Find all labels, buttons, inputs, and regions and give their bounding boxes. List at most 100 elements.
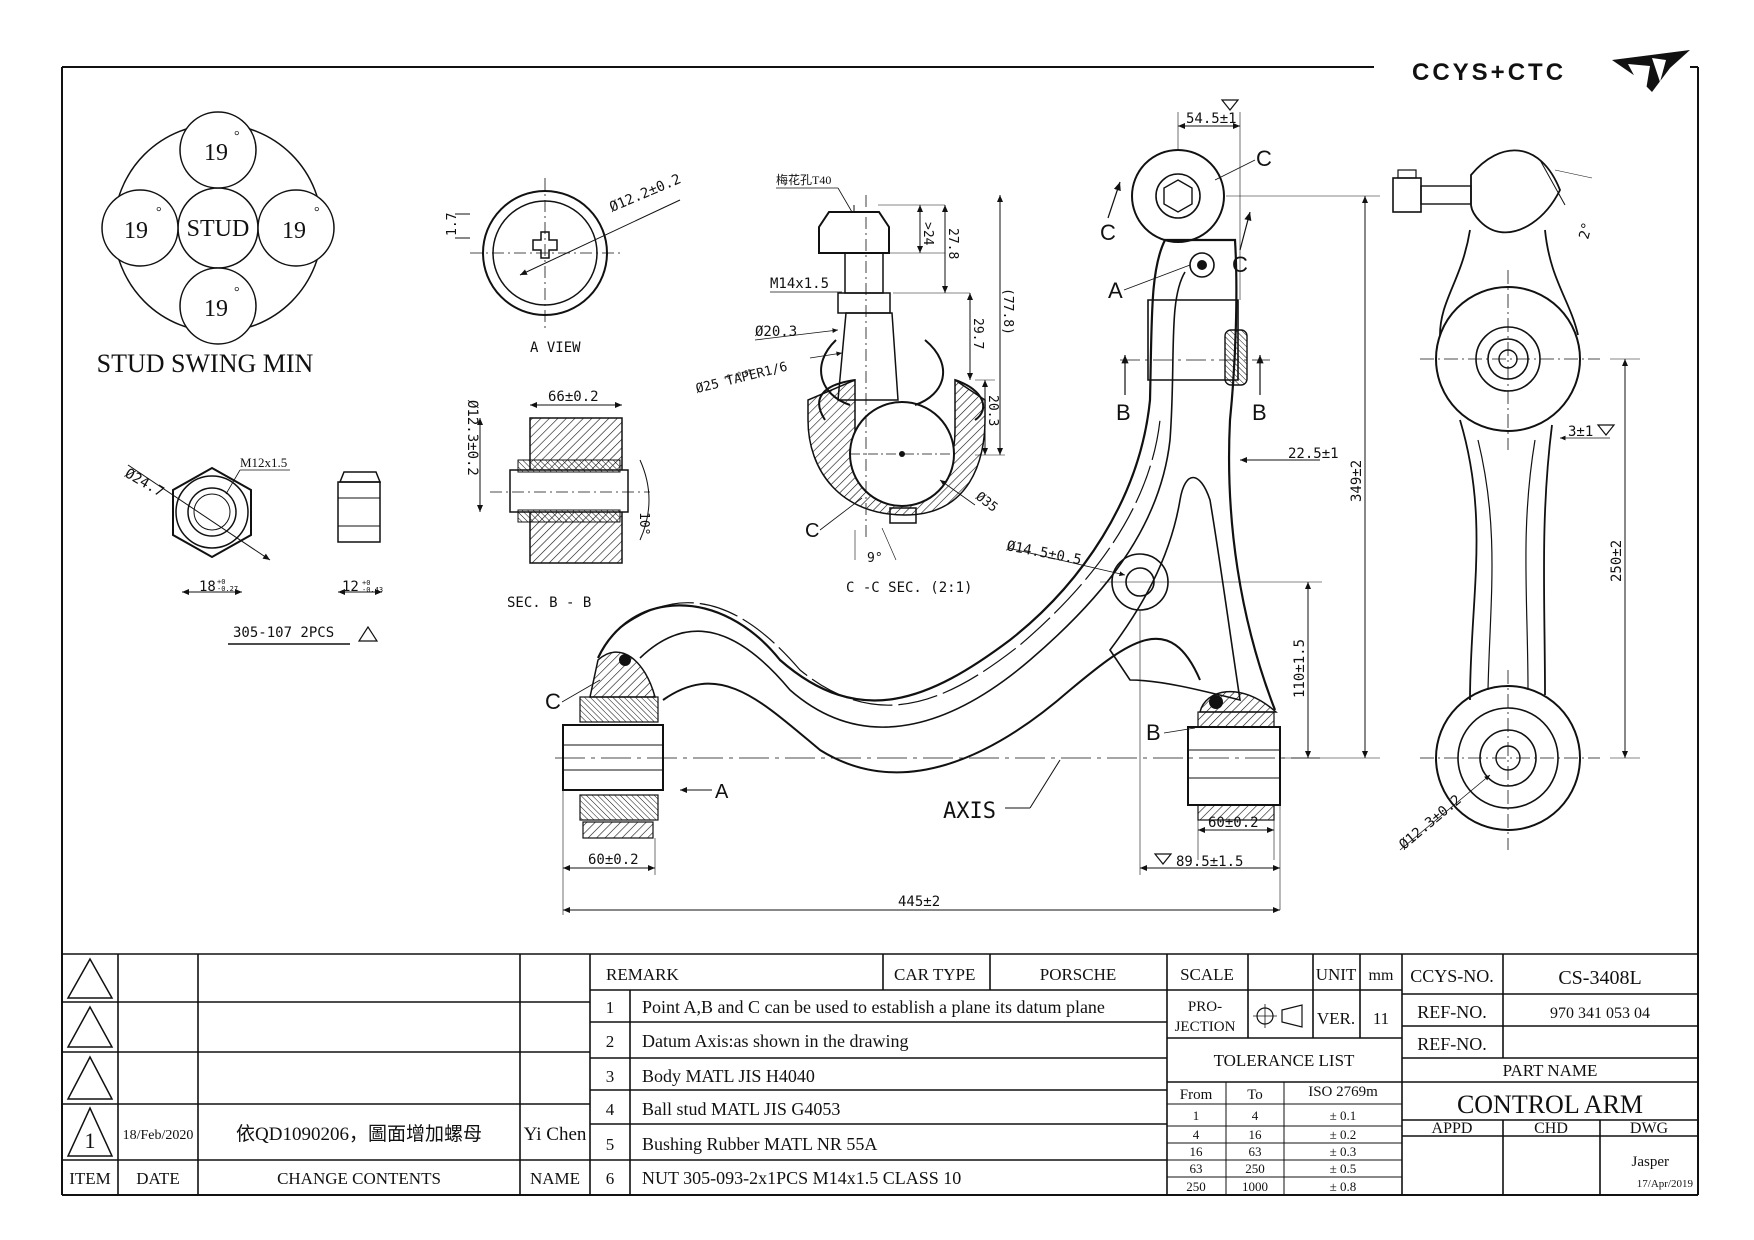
- ref-no-label: REF-NO.: [1417, 1002, 1487, 1022]
- revision-triangles: [66, 957, 114, 1157]
- side-diameter: Ø12.3±0.2: [1396, 792, 1464, 853]
- dim-445: 445±2: [898, 894, 940, 910]
- ccys-no: CS-3408L: [1558, 967, 1641, 989]
- degree-mark: °: [314, 205, 320, 220]
- label-c-mid: C: [1232, 252, 1248, 277]
- degree-mark: °: [234, 285, 240, 300]
- rev-name: Yi Chen: [524, 1124, 587, 1145]
- dwg-label: DWG: [1630, 1120, 1669, 1137]
- dwg-date: 17/Apr/2019: [1637, 1178, 1694, 1190]
- rev-item: 1: [85, 1128, 96, 1153]
- label-c-top-right: C: [1256, 146, 1272, 171]
- revision-row: 1 18/Feb/2020 依QD1090206，圖面增加螺母 Yi Chen …: [69, 1123, 587, 1188]
- logo-text: CCYS+CTC: [1412, 59, 1566, 86]
- tol-to: 250: [1245, 1161, 1265, 1176]
- ccys-no-label: CCYS-NO.: [1410, 966, 1494, 986]
- nut-diameter: Ø24.7: [122, 466, 167, 501]
- tol-header-iso: ISO 2769m: [1308, 1084, 1378, 1100]
- dim-349: 349±2: [1349, 460, 1365, 502]
- bb-width: 66±0.2: [548, 389, 599, 405]
- label-b-left: B: [1116, 400, 1131, 425]
- cc-dim-24: >24: [920, 222, 935, 246]
- cc-c-label: C: [805, 520, 819, 542]
- tol-value: ± 0.8: [1330, 1179, 1357, 1194]
- dim-110: 110±1.5: [1292, 639, 1308, 698]
- side-view: 2° 250±2 3±1 Ø12.3±0.2: [1392, 149, 1640, 853]
- dwg-name: Jasper: [1632, 1154, 1670, 1170]
- nut-height: 12: [342, 579, 359, 595]
- unit-label: UNIT: [1316, 965, 1357, 984]
- nut-width: 18: [199, 579, 216, 595]
- stud-swing-diagram: STUD 19 ° 19 ° 19 ° 19 ° STUD SWING MIN: [97, 111, 335, 378]
- tol-header-from: From: [1180, 1087, 1213, 1103]
- remark-num: 1: [606, 998, 615, 1017]
- arrow-a-label: A: [715, 781, 729, 803]
- projection-label-2: JECTION: [1175, 1019, 1236, 1035]
- cc-label: C -C SEC. (2:1): [846, 580, 972, 596]
- unit-value: mm: [1369, 967, 1394, 984]
- tol-value: ± 0.2: [1330, 1127, 1357, 1142]
- tol-to: 1000: [1242, 1179, 1268, 1194]
- cc-dim-29-7: 29.7: [970, 318, 985, 349]
- scale-and-tolerance: SCALE UNIT mm PRO- JECTION VER. 11 TOLER…: [1175, 965, 1394, 1194]
- label-b-bottom: B: [1146, 720, 1161, 745]
- rev-contents: 依QD1090206，圖面增加螺母: [236, 1123, 482, 1145]
- degree-mark: °: [156, 205, 162, 220]
- tol-to: 63: [1249, 1144, 1262, 1159]
- swing-angle-right: 19: [282, 218, 306, 244]
- nut-height-tol-lower: -0.43: [362, 586, 383, 594]
- company-logo: CCYS+CTC: [1412, 50, 1690, 96]
- remark-num: 6: [606, 1169, 615, 1188]
- a-view-label: A VIEW: [530, 340, 581, 356]
- a-view-diameter: Ø12.2±0.2: [607, 171, 683, 215]
- appd-label: APPD: [1432, 1120, 1473, 1137]
- tol-from: 250: [1186, 1179, 1206, 1194]
- scale-label: SCALE: [1180, 965, 1234, 984]
- rev-header-date: DATE: [136, 1169, 179, 1188]
- nut-view: Ø24.7 M12x1.5 18 +0 -0.27 12 +0 -0.43 30…: [122, 455, 383, 645]
- rev-header-name: NAME: [530, 1169, 580, 1188]
- remark-text: Bushing Rubber MATL NR 55A: [642, 1134, 877, 1154]
- nut-thread: M12x1.5: [240, 455, 287, 470]
- bb-label: SEC. B - B: [507, 595, 591, 611]
- cc-dim-20-3: 20.3: [985, 395, 1000, 426]
- tol-to: 16: [1249, 1127, 1263, 1142]
- part-name: CONTROL ARM: [1457, 1090, 1643, 1119]
- projection-symbol-icon: [1253, 1004, 1303, 1028]
- stud-swing-title: STUD SWING MIN: [97, 349, 314, 378]
- remark-num: 4: [606, 1100, 615, 1119]
- tol-to: 4: [1252, 1108, 1259, 1123]
- ver-value: 11: [1373, 1009, 1389, 1028]
- part-name-label: PART NAME: [1503, 1061, 1598, 1080]
- rev-header-contents: CHANGE CONTENTS: [277, 1169, 441, 1188]
- cc-dim-77-8: (77.8): [1000, 288, 1015, 335]
- tol-from: 4: [1193, 1127, 1200, 1142]
- side-dim-250: 250±2: [1609, 540, 1625, 582]
- dim-60-right: 60±0.2: [1208, 815, 1259, 831]
- dim-22-5: 22.5±1: [1288, 446, 1339, 462]
- remark-text: Point A,B and C can be used to establish…: [642, 997, 1105, 1017]
- dim-top: 54.5±1: [1186, 111, 1237, 127]
- remark-num: 3: [606, 1067, 615, 1086]
- chd-label: CHD: [1534, 1120, 1568, 1137]
- ref-no-label-2: REF-NO.: [1417, 1034, 1487, 1054]
- cc-dim-27-8: 27.8: [945, 228, 960, 259]
- title-block-grid: [62, 953, 1698, 1195]
- stud-label: STUD: [187, 216, 250, 242]
- a-view-height: 1.7: [445, 213, 460, 236]
- remarks-table: REMARK CAR TYPE PORSCHE 1 Point A,B and …: [606, 965, 1117, 1188]
- nut-height-tol-upper: +0: [362, 579, 370, 587]
- remark-num: 5: [606, 1135, 615, 1154]
- swing-angle-left: 19: [124, 218, 148, 244]
- tol-from: 16: [1190, 1144, 1204, 1159]
- projection-label-1: PRO-: [1188, 999, 1222, 1015]
- dim-hole: Ø14.5±0.5: [1005, 538, 1083, 568]
- remark-text: Datum Axis:as shown in the drawing: [642, 1031, 908, 1051]
- bb-diameter: Ø12.3±0.2: [464, 400, 480, 476]
- dim-60-left: 60±0.2: [588, 852, 639, 868]
- label-b-right: B: [1252, 400, 1267, 425]
- remark-text: Body MATL JIS H4040: [642, 1066, 815, 1086]
- label-a-point: A: [1108, 278, 1123, 303]
- car-type: PORSCHE: [1040, 965, 1117, 984]
